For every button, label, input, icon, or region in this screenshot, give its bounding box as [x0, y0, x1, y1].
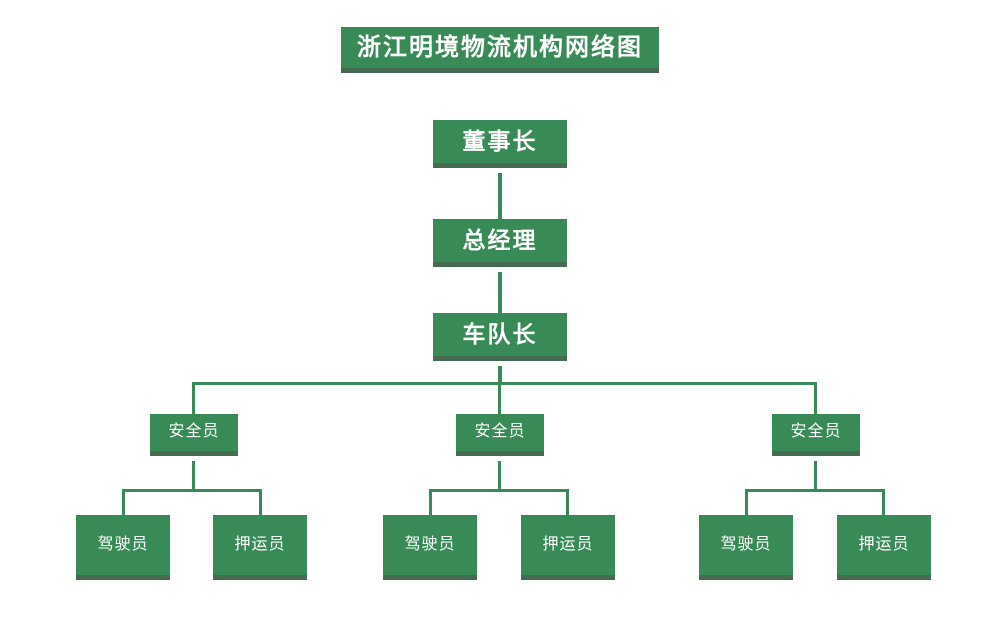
connector-bus-to-safety-officer-2 — [498, 382, 501, 415]
connector-bus-to-safety-officer-1 — [192, 382, 195, 415]
connector-gm-to-fleet — [498, 272, 502, 313]
connector-safety-officer-3-stem — [814, 461, 817, 491]
connector-to-staff-6 — [882, 489, 885, 516]
node-safety-officer-2[interactable]: 安全员 — [456, 414, 544, 456]
connector-to-staff-1 — [122, 489, 125, 516]
node-chairman[interactable]: 董事长 — [433, 120, 567, 168]
connector-bus-group-1 — [123, 489, 261, 492]
connector-safety-officer-2-stem — [498, 461, 501, 491]
connector-to-staff-5 — [745, 489, 748, 516]
connector-bus-group-2 — [430, 489, 568, 492]
connector-bus-to-safety-officer-3 — [814, 382, 817, 415]
node-driver-3[interactable]: 驾驶员 — [699, 515, 793, 580]
connector-to-staff-4 — [566, 489, 569, 516]
connector-chairman-to-gm — [498, 173, 502, 219]
node-safety-officer-3[interactable]: 安全员 — [772, 414, 860, 456]
connector-safety-officer-1-stem — [192, 461, 195, 491]
node-escort-1[interactable]: 押运员 — [213, 515, 307, 580]
node-escort-3[interactable]: 押运员 — [837, 515, 931, 580]
connector-to-staff-3 — [429, 489, 432, 516]
node-fleet-manager[interactable]: 车队长 — [433, 313, 567, 361]
chart-title-banner: 浙江明境物流机构网络图 — [341, 27, 659, 73]
connector-fleet-to-bus — [498, 366, 502, 384]
connector-bus-group-3 — [746, 489, 884, 492]
connector-to-staff-2 — [259, 489, 262, 516]
node-escort-2[interactable]: 押运员 — [521, 515, 615, 580]
node-general-manager[interactable]: 总经理 — [433, 219, 567, 267]
connector-bus-safety-officers — [193, 382, 817, 385]
node-safety-officer-1[interactable]: 安全员 — [150, 414, 238, 456]
node-driver-2[interactable]: 驾驶员 — [383, 515, 477, 580]
node-driver-1[interactable]: 驾驶员 — [76, 515, 170, 580]
